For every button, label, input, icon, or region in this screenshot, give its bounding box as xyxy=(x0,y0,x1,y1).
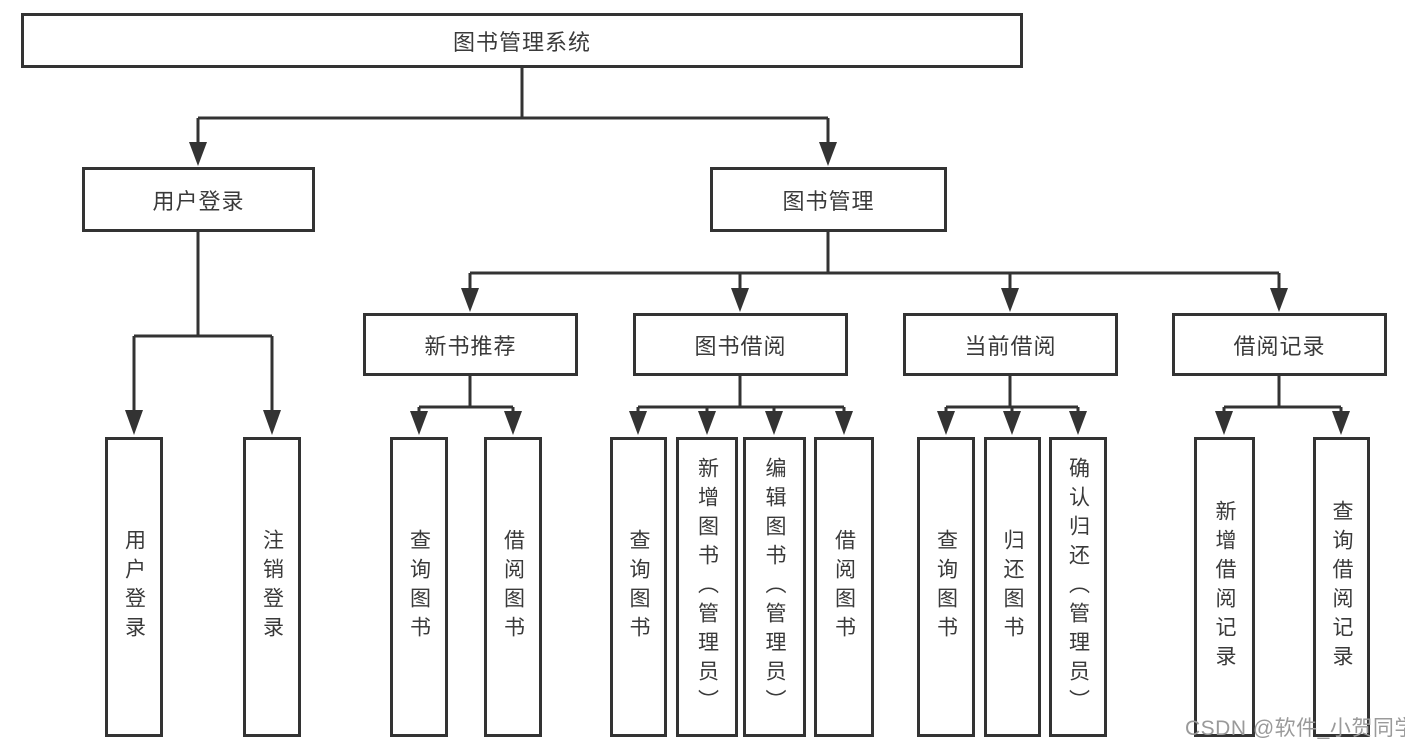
arrowhead xyxy=(698,411,716,435)
node-label: 借阅图书 xyxy=(832,529,856,645)
watermark-csdn: CSDN @软件_小贺同学 xyxy=(1185,717,1405,740)
leaf-query-borrow-record: 查询借阅记录 xyxy=(1313,437,1370,737)
node-label: 图书借阅 xyxy=(694,333,787,359)
node-label: 查询借阅记录 xyxy=(1330,500,1353,674)
leaf-borrow-books: 借阅图书 xyxy=(814,437,874,737)
arrowhead xyxy=(263,410,281,435)
arrowhead xyxy=(410,411,428,435)
node-user-login: 用户登录 xyxy=(82,167,315,232)
arrowhead xyxy=(629,411,647,435)
leaf-edit-books-admin: 编辑图书（管理员） xyxy=(743,437,806,737)
node-borrowing-records: 借阅记录 xyxy=(1172,313,1387,376)
node-label: 归还图书 xyxy=(1001,529,1024,645)
node-label: 新增图书（管理员） xyxy=(695,456,719,718)
arrowhead xyxy=(835,411,853,435)
node-label: 借阅图书 xyxy=(501,529,525,645)
node-library-management-system: 图书管理系统 xyxy=(21,13,1023,68)
leaf-logout-login: 注销登录 xyxy=(243,437,301,737)
leaf-return-books: 归还图书 xyxy=(984,437,1041,737)
leaf-add-borrow-record: 新增借阅记录 xyxy=(1194,437,1255,737)
branch-current-borrow xyxy=(944,376,1080,413)
arrowhead xyxy=(1069,411,1087,435)
node-label: 新增借阅记录 xyxy=(1213,500,1236,674)
arrowhead xyxy=(1001,288,1019,312)
arrowhead xyxy=(937,411,955,435)
arrowhead xyxy=(819,142,837,166)
arrowhead xyxy=(765,411,783,435)
arrowhead xyxy=(1215,411,1233,435)
arrowhead xyxy=(1003,411,1021,435)
node-book-borrowing: 图书借阅 xyxy=(633,313,848,376)
node-label: 确认归还（管理员） xyxy=(1066,456,1090,718)
node-label: 查询图书 xyxy=(627,529,650,645)
leaf-user-login: 用户登录 xyxy=(105,437,163,737)
branch-user-login xyxy=(132,232,274,413)
arrowhead xyxy=(1332,411,1350,435)
node-label: 用户登录 xyxy=(152,188,245,214)
leaf-query-books-recommend: 查询图书 xyxy=(390,437,448,737)
branch-borrow-records xyxy=(1222,376,1343,413)
node-new-book-recommendation: 新书推荐 xyxy=(363,313,578,376)
arrowhead xyxy=(189,142,207,166)
leaf-query-books-borrow: 查询图书 xyxy=(610,437,667,737)
branch-new-book xyxy=(417,376,515,413)
node-current-borrowing: 当前借阅 xyxy=(903,313,1118,376)
node-label: 编辑图书（管理员） xyxy=(763,456,786,718)
node-label: 注销登录 xyxy=(260,529,284,645)
arrowhead xyxy=(1270,288,1288,312)
node-book-management: 图书管理 xyxy=(710,167,947,232)
leaf-query-books-current: 查询图书 xyxy=(917,437,975,737)
branch-root xyxy=(196,68,830,144)
arrowhead xyxy=(125,410,143,435)
node-label: 图书管理系统 xyxy=(452,29,591,55)
arrowhead xyxy=(504,411,522,435)
node-label: 新书推荐 xyxy=(424,333,517,359)
branch-book-borrow xyxy=(636,376,846,413)
node-label: 图书管理 xyxy=(782,188,875,214)
node-label: 查询图书 xyxy=(934,529,958,645)
branch-book-management xyxy=(468,232,1281,290)
node-label: 借阅记录 xyxy=(1233,333,1326,359)
node-label: 用户登录 xyxy=(122,529,146,645)
arrowhead xyxy=(731,288,749,312)
node-label: 当前借阅 xyxy=(964,333,1057,359)
leaf-confirm-return-admin: 确认归还（管理员） xyxy=(1049,437,1107,737)
leaf-add-books-admin: 新增图书（管理员） xyxy=(676,437,738,737)
arrowhead xyxy=(461,288,479,312)
leaf-borrow-books-recommend: 借阅图书 xyxy=(484,437,542,737)
node-label: 查询图书 xyxy=(407,529,431,645)
